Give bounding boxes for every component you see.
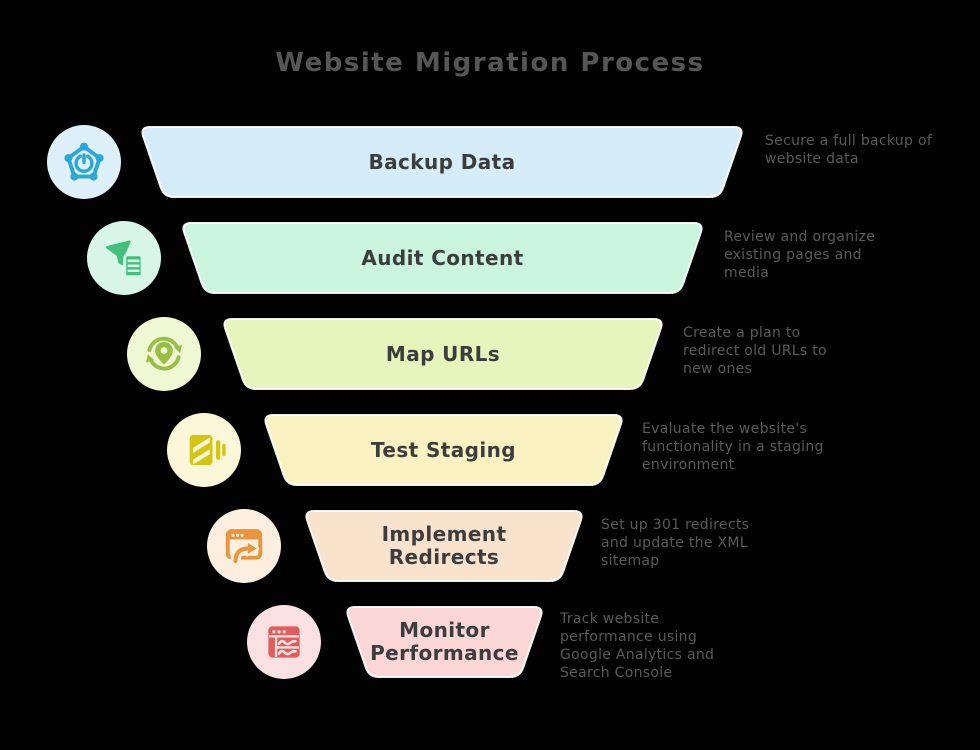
filter-document-icon	[87, 221, 161, 295]
funnel-step-description: Evaluate the website's functionality in …	[642, 421, 824, 473]
funnel-bar-1	[141, 126, 743, 198]
funnel-step-description: Review and organize existing pages and m…	[724, 229, 876, 281]
funnel-step-description: Set up 301 redirects and update the XML …	[601, 517, 750, 569]
funnel-step-label: Backup Data	[368, 149, 516, 174]
funnel-step-label: Test Staging	[371, 437, 516, 462]
funnel-bar-2	[182, 222, 703, 294]
funnel-step-description: Create a plan to redirect old URLs to ne…	[683, 325, 827, 377]
funnel-step-description: Secure a full backup of website data	[765, 133, 933, 167]
notebook-pages-icon	[167, 413, 241, 487]
funnel-bar-5	[305, 510, 583, 582]
location-sync-icon	[127, 317, 201, 391]
funnel-step-label: Monitor Performance	[370, 618, 519, 665]
funnel-bar-4	[264, 414, 623, 486]
window-redirect-icon	[207, 509, 281, 583]
page-title: Website Migration Process	[275, 48, 705, 78]
funnel-bar-3	[223, 318, 663, 390]
funnel-step-label: Audit Content	[361, 245, 524, 270]
funnel-step-description: Track website performance using Google A…	[560, 611, 715, 681]
analytics-window-icon	[247, 605, 321, 679]
funnel-bar-6	[346, 606, 543, 678]
funnel-step-label: Map URLs	[385, 341, 501, 366]
backup-restore-icon	[47, 125, 121, 199]
funnel-step-label: Implement Redirects	[381, 522, 507, 569]
